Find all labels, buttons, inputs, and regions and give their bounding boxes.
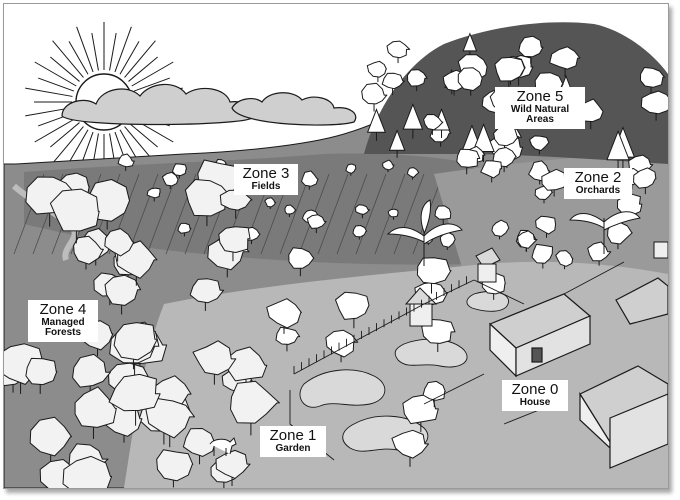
- tree-icon: [72, 353, 111, 397]
- tree-icon: [422, 380, 446, 408]
- tree-icon: [402, 103, 424, 139]
- permaculture-zones-illustration: Zone 5 Wild Natural Areas Zone 3 Fields …: [3, 3, 669, 489]
- zone-4-description: Managed Forests: [41, 316, 85, 339]
- tree-icon: [218, 226, 251, 262]
- tree-icon: [640, 90, 668, 121]
- tree-icon: [456, 148, 481, 175]
- tree-icon: [355, 204, 371, 219]
- zone-4-label: Zone 4 Managed Forests: [28, 300, 98, 342]
- zone-3-name: Zone 3: [242, 165, 290, 182]
- tree-icon: [146, 187, 161, 202]
- tree-icon: [382, 159, 395, 173]
- tree-icon: [264, 197, 277, 210]
- zone-0-description: House: [519, 396, 551, 408]
- tree-icon: [161, 171, 179, 190]
- tree-icon: [423, 114, 444, 135]
- tree-icon: [494, 56, 526, 89]
- zone-5-label: Zone 5 Wild Natural Areas: [495, 87, 585, 129]
- zone-1-label: Zone 1 Garden: [260, 426, 326, 458]
- zone-5-description: Wild Natural Areas: [510, 103, 570, 126]
- goat-icon: [209, 437, 237, 456]
- tree-icon: [73, 235, 104, 270]
- tree-icon: [457, 67, 483, 96]
- zone-1-description: Garden: [275, 442, 311, 454]
- tree-icon: [172, 163, 187, 179]
- tree-icon: [184, 179, 232, 227]
- landscape-scene: [4, 4, 668, 488]
- tree-icon: [366, 108, 387, 142]
- tree-icon: [439, 232, 456, 251]
- banana-plant-icon: [386, 199, 641, 266]
- tree-icon: [104, 228, 135, 262]
- house-icon: [488, 277, 668, 469]
- tree-icon: [177, 222, 192, 237]
- tree-icon: [215, 449, 251, 486]
- zone-2-description: Orchards: [575, 184, 621, 196]
- tree-icon: [387, 208, 399, 220]
- tree-icon: [555, 250, 574, 270]
- tree-icon: [407, 167, 420, 180]
- tree-icon: [284, 204, 297, 218]
- tree-icon: [49, 188, 100, 244]
- fence: [289, 261, 625, 461]
- zone-4-name: Zone 4: [39, 301, 87, 318]
- tree-icon: [491, 219, 510, 240]
- hut-icon: [404, 241, 668, 327]
- tree-icon: [145, 398, 195, 448]
- tree-icon: [275, 326, 301, 352]
- zone-5-name: Zone 5: [516, 88, 564, 105]
- zone-1-name: Zone 1: [269, 427, 317, 444]
- tree-icon: [531, 243, 553, 269]
- tree-icon: [416, 257, 452, 294]
- tree-icon: [366, 60, 387, 82]
- tree-icon: [25, 357, 58, 394]
- tree-icon: [4, 32, 668, 488]
- tree-icon: [113, 322, 158, 370]
- tree-icon: [607, 221, 633, 250]
- zone-0-label: Zone 0 House: [502, 380, 568, 412]
- tree-icon: [335, 291, 370, 329]
- tree-icon: [62, 455, 113, 488]
- tree-icon: [288, 247, 315, 277]
- tree-icon: [182, 428, 217, 465]
- tree-icon: [345, 163, 357, 176]
- tree-icon: [633, 167, 657, 195]
- tree-icon: [529, 135, 550, 155]
- tree-icon: [266, 298, 302, 334]
- tree-icon: [301, 170, 319, 190]
- tree-icon: [108, 373, 161, 426]
- tree-icon: [517, 230, 538, 252]
- zone-2-label: Zone 2 Orchards: [564, 168, 632, 200]
- tree-icon: [407, 69, 428, 92]
- tree-icon: [189, 278, 225, 311]
- tree-icon: [606, 129, 630, 171]
- tree-icon: [535, 215, 557, 238]
- tree-icon: [434, 205, 452, 225]
- tree-icon: [29, 416, 72, 464]
- tree-icon: [117, 153, 135, 171]
- tree-icon: [549, 46, 581, 77]
- zone-3-description: Fields: [251, 180, 281, 192]
- tree-icon: [587, 241, 612, 266]
- zone-2-name: Zone 2: [574, 169, 622, 186]
- tree-icon: [493, 124, 519, 153]
- tree-icon: [352, 225, 368, 240]
- tree-icon: [361, 82, 388, 112]
- tree-icon: [518, 35, 544, 64]
- tree-icon: [156, 449, 194, 488]
- tree-icon: [640, 67, 665, 94]
- tree-icon: [192, 340, 237, 385]
- tree-icon: [386, 40, 411, 64]
- tree-icon: [480, 160, 502, 183]
- tree-icon: [381, 72, 405, 96]
- zone-3-label: Zone 3 Fields: [234, 164, 298, 196]
- cloud-icon: [61, 83, 357, 126]
- zone-0-name: Zone 0: [511, 381, 559, 398]
- tree-icon: [104, 274, 142, 315]
- tree-icon: [388, 129, 406, 158]
- tree-icon: [230, 380, 280, 436]
- tree-icon: [306, 214, 327, 234]
- tree-icon: [391, 429, 429, 467]
